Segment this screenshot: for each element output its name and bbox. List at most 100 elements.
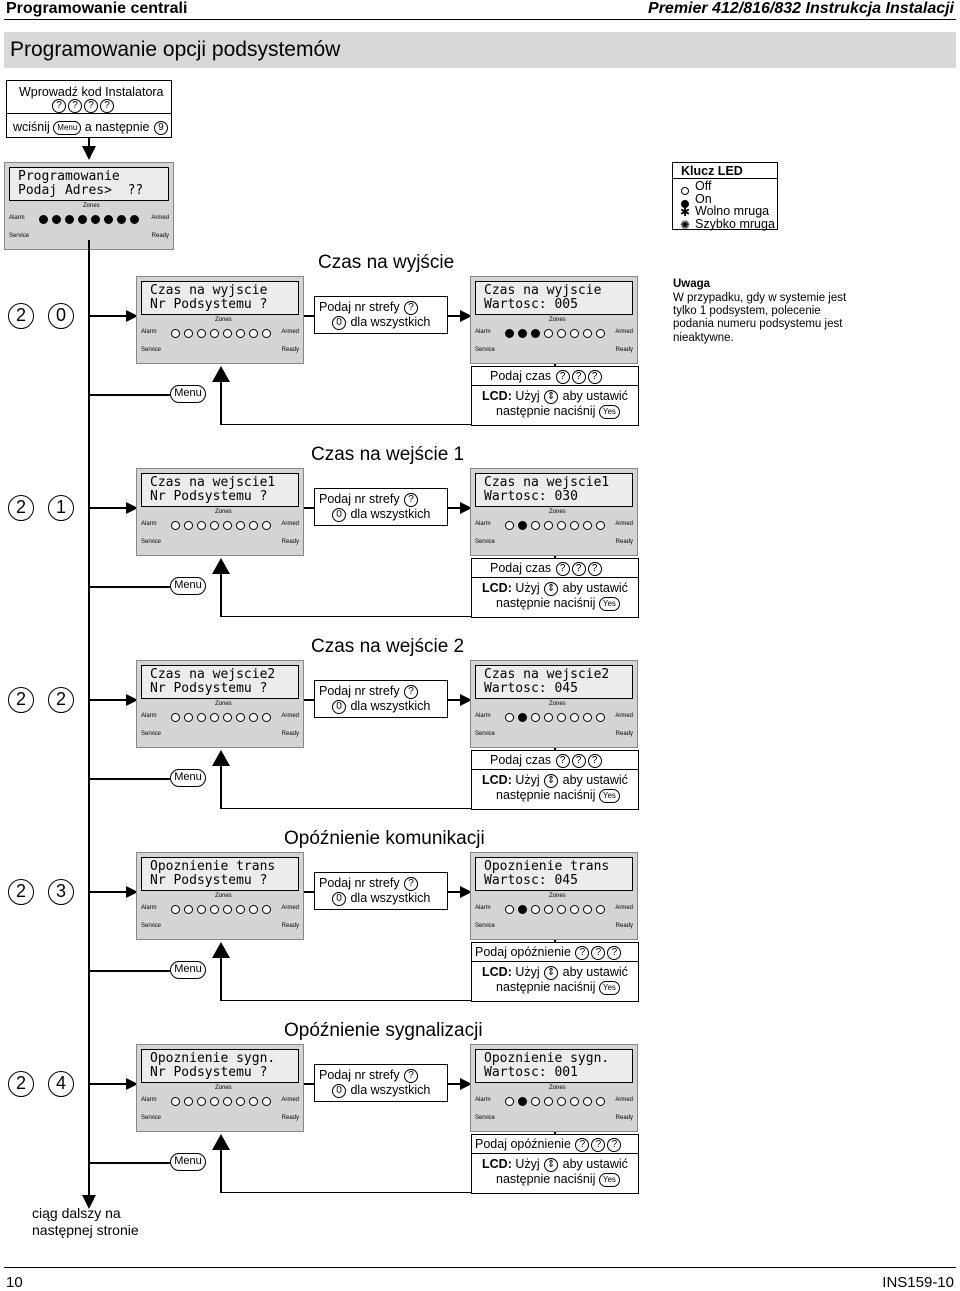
keypad-subsystem-prompt: Opoznienie sygn. Nr Podsystemu ? Zones A…: [136, 1044, 304, 1132]
lcd-instruction-confirm: następnie naciśnij Yes: [496, 980, 620, 995]
address-key: 2: [8, 495, 34, 521]
all-zones-label: 0 dla wszystkich: [331, 1083, 430, 1098]
key-question: ?: [575, 1137, 590, 1152]
flow-line: [88, 699, 128, 701]
entry-divider: [472, 1153, 638, 1154]
lcd-display: Czas na wejscie2 Wartosc: 045: [475, 665, 633, 699]
zone-led: [249, 329, 258, 338]
time-entry-label: Podaj czas ???: [490, 561, 603, 576]
key-question: ?: [607, 1137, 622, 1152]
zone-entry-box: Podaj nr strefy ? 0 dla wszystkich: [314, 872, 448, 910]
zone-led: [557, 713, 566, 722]
zone-led: [249, 1097, 258, 1106]
service-label: Service: [141, 923, 162, 929]
legend-divider: [673, 178, 777, 179]
zone-led: [531, 905, 540, 914]
key-question: ?: [587, 369, 602, 384]
ready-label: Ready: [615, 539, 633, 545]
key-question: ?: [555, 753, 570, 768]
entry-divider: [472, 961, 638, 962]
zone-led: [236, 329, 245, 338]
alarm-label: Alarm: [475, 713, 491, 719]
note-line: nieaktywne.: [673, 332, 734, 344]
key-question: ?: [404, 684, 419, 699]
keypad-value: Czas na wyjscie Wartosc: 005 Zones Alarm…: [470, 276, 638, 364]
zone-led: [570, 713, 579, 722]
main-flow-line: [88, 240, 90, 1195]
zone-led: [197, 713, 206, 722]
zone-led: [505, 521, 514, 530]
flow-line: [304, 507, 314, 509]
menu-key-icon: Menu: [53, 120, 82, 135]
ready-label: Ready: [615, 731, 633, 737]
zone-entry-box: Podaj nr strefy ? 0 dla wszystkich: [314, 1064, 448, 1102]
key-question: ?: [571, 561, 586, 576]
scroll-arrows-icon: ⇕: [544, 581, 559, 596]
alarm-label: Alarm: [475, 329, 491, 335]
key-question: ?: [587, 753, 602, 768]
flow-line: [304, 315, 314, 317]
ready-label: Ready: [615, 923, 633, 929]
scroll-arrows-icon: ⇕: [544, 1157, 559, 1172]
zone-led: [262, 329, 271, 338]
return-line: [220, 1192, 471, 1193]
key-question: ?: [571, 369, 586, 384]
header-section-title: Programowanie centrali: [6, 0, 188, 17]
return-line: [220, 616, 471, 617]
zone-leds: [171, 709, 271, 723]
section-title: Opóźnienie sygnalizacji: [284, 1020, 483, 1041]
zone-led: [223, 521, 232, 530]
ready-label: Ready: [281, 1115, 299, 1121]
service-label: Service: [141, 347, 162, 353]
zone-led: [570, 329, 579, 338]
zone-led: [184, 713, 193, 722]
zones-label: Zones: [215, 1085, 232, 1091]
lcd-display: Opoznienie trans Nr Podsystemu ?: [141, 857, 299, 891]
zone-led: [505, 905, 514, 914]
keypad-subsystem-prompt: Czas na wejscie2 Nr Podsystemu ? Zones A…: [136, 660, 304, 748]
flow-line: [304, 891, 314, 893]
zone-led: [184, 521, 193, 530]
zone-led: [223, 713, 232, 722]
time-entry-label: Podaj opóźnienie ???: [475, 1137, 622, 1152]
flow-line: [448, 891, 462, 893]
armed-label: Armed: [281, 329, 299, 335]
key-question: ?: [68, 98, 82, 113]
lcd-display: Czas na wejscie1 Nr Podsystemu ?: [141, 473, 299, 507]
section-title: Czas na wejście 1: [311, 444, 465, 465]
zone-led: [531, 713, 540, 722]
zone-led: [210, 1097, 219, 1106]
lcd-instruction-confirm: następnie naciśnij Yes: [496, 1172, 620, 1187]
zone-led: [210, 713, 219, 722]
menu-key-icon: Menu: [170, 769, 206, 787]
zone-led: [184, 1097, 193, 1106]
header-manual-title: Premier 412/816/832 Instrukcja Instalacj…: [648, 0, 954, 17]
zone-led: [249, 713, 258, 722]
keypad-value: Opoznienie trans Wartosc: 045 Zones Alar…: [470, 852, 638, 940]
zone-led: [596, 329, 605, 338]
arrow-up: [212, 558, 230, 574]
address-key: 2: [8, 1071, 34, 1097]
zone-led: [570, 905, 579, 914]
key-question: ?: [555, 369, 570, 384]
zone-led: [531, 329, 540, 338]
alarm-label: Alarm: [475, 521, 491, 527]
armed-label: Armed: [281, 905, 299, 911]
zone-led: [531, 1097, 540, 1106]
all-zones-label: 0 dla wszystkich: [331, 699, 430, 714]
legend-fast: Szybko mruga: [695, 217, 775, 231]
zone-led: [262, 1097, 271, 1106]
zone-led: [223, 1097, 232, 1106]
zone-led: [544, 521, 553, 530]
flow-line: [448, 1083, 462, 1085]
yes-key-icon: Yes: [598, 404, 620, 419]
armed-label: Armed: [281, 1097, 299, 1103]
scroll-arrows-icon: ⇕: [544, 773, 559, 788]
zone-led: [596, 1097, 605, 1106]
time-entry-box: Podaj opóźnienie ??? LCD: Użyj ⇕ aby ust…: [471, 1134, 639, 1194]
ready-label: Ready: [281, 539, 299, 545]
flow-line: [88, 1162, 170, 1164]
lcd-display: Programowanie Podaj Adres> ??: [9, 167, 169, 201]
zone-led: [544, 905, 553, 914]
return-line: [220, 382, 222, 425]
